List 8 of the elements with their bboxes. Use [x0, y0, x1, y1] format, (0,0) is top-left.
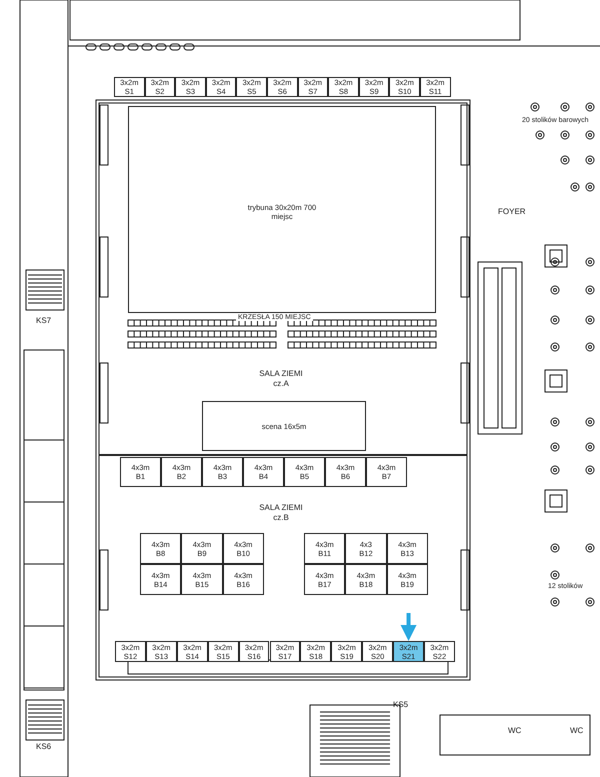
room-label: WC [570, 726, 584, 736]
arrow [400, 613, 417, 641]
stair-label: KS6 [36, 742, 52, 752]
room-label: WC [508, 726, 522, 736]
stair-label: KS7 [36, 316, 52, 326]
hall-label: SALA ZIEMI cz.A [258, 369, 304, 389]
hall-label: SALA ZIEMI cz.B [258, 503, 304, 523]
area-label: FOYER [498, 207, 526, 217]
